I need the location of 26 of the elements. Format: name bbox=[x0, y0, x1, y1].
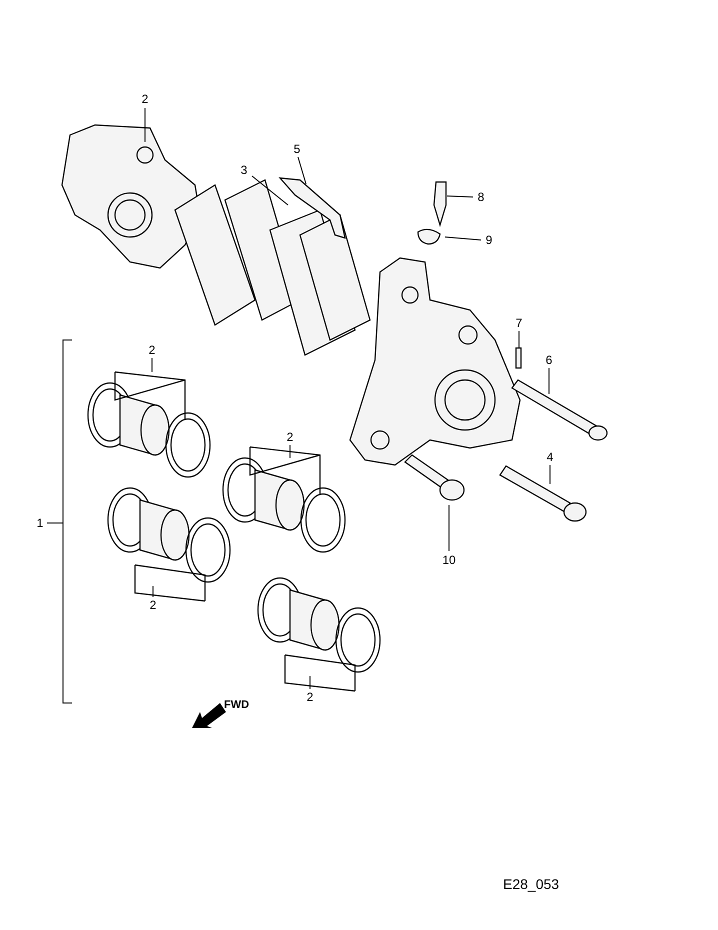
callout-number: 4 bbox=[546, 450, 554, 464]
leader-line bbox=[298, 156, 306, 184]
callout-number: 8 bbox=[478, 190, 484, 204]
callout-number: 2 bbox=[286, 430, 294, 444]
arrow-label: FWD bbox=[224, 699, 250, 711]
diagram-code: E28_053 bbox=[503, 876, 560, 892]
callout-number: 10 bbox=[442, 553, 456, 567]
callout-number: 2 bbox=[142, 92, 148, 106]
callout-number: 3 bbox=[240, 163, 248, 177]
callout-number: 1 bbox=[36, 516, 44, 530]
callout-number: 5 bbox=[294, 142, 300, 156]
callout-number: 6 bbox=[546, 353, 552, 367]
leader-line bbox=[446, 196, 474, 198]
leader-line bbox=[152, 586, 154, 598]
callout-number: 2 bbox=[306, 690, 314, 704]
leader-line bbox=[252, 176, 288, 206]
leader-line bbox=[144, 108, 146, 142]
callout-number: 2 bbox=[150, 598, 156, 612]
callout-number: 7 bbox=[516, 316, 522, 330]
callout-number: 2 bbox=[148, 343, 156, 357]
callout-number: 9 bbox=[486, 233, 492, 247]
leader-line bbox=[448, 504, 450, 552]
leader-line bbox=[444, 236, 482, 240]
leader-line bbox=[518, 330, 520, 348]
leader-line bbox=[548, 368, 550, 394]
leader-line bbox=[46, 522, 64, 524]
